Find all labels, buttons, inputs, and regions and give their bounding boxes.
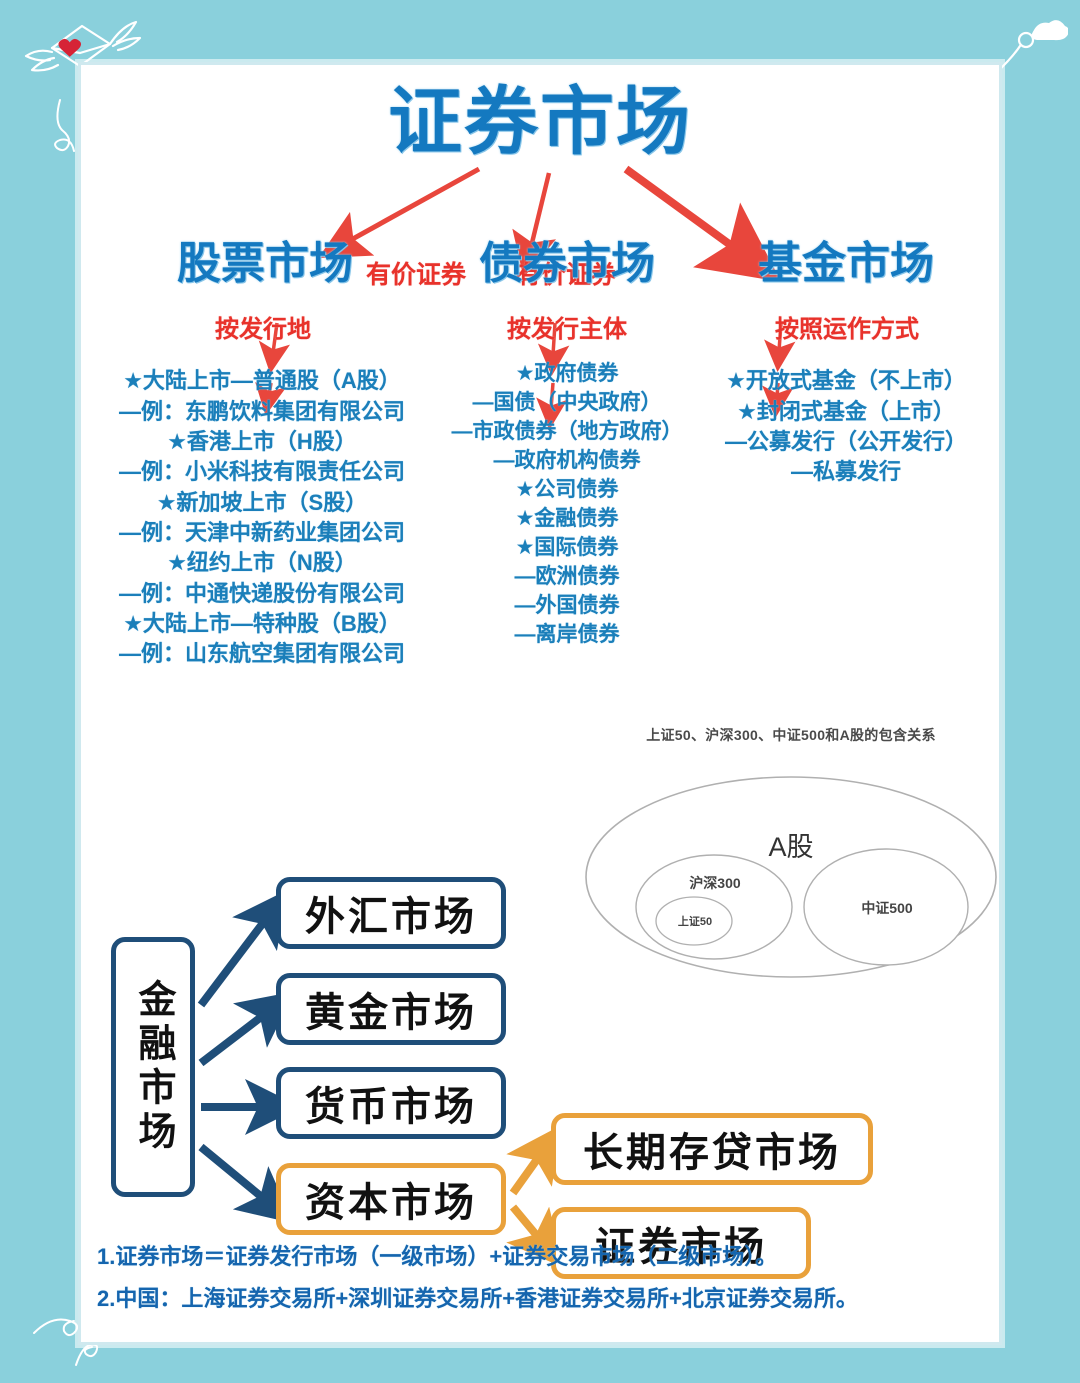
flow-box-forex-market[interactable]: 外汇市场 xyxy=(276,877,506,949)
list-item: ★政府债券 xyxy=(515,362,619,386)
list-item: ★新加坡上市（S股） xyxy=(156,489,368,515)
column-fund-market: 基金市场 按照运作方式 ★开放式基金（不上市） ★封闭式基金（上市） —公募发行… xyxy=(693,205,1005,670)
list-item: —例：中通快递股份有限公司 xyxy=(118,580,405,606)
column-bond-market: 债券市场 按发行主体 ★政府债券 —国债（中央政府） —市政债券（地方政府） —… xyxy=(441,205,693,670)
column-subtitle-fund: 按照运作方式 xyxy=(775,316,919,344)
footer-notes: 1.证券市场＝证券发行市场（一级市场）+证券交易市场（二级市场）。 2.中国：上… xyxy=(81,1236,1005,1320)
column-subtitle-stock: 按发行地 xyxy=(215,316,311,344)
page-title: 证券市场 xyxy=(388,80,692,163)
list-item: ★开放式基金（不上市） xyxy=(726,368,966,394)
list-item: —政府机构债券 xyxy=(493,449,641,473)
flow-box-securities-market[interactable]: 证券市场 xyxy=(551,1207,811,1279)
flow-box-money-market[interactable]: 货币市场 xyxy=(276,1067,506,1139)
column-title-stock: 股票市场 xyxy=(177,239,353,288)
category-columns: 股票市场 按发行地 ★大陆上市—普通股（A股） —例：东鹏饮料集团有限公司 ★香… xyxy=(81,205,1005,670)
list-item: —国债（中央政府） xyxy=(472,391,662,415)
list-item: —私募发行 xyxy=(790,459,901,485)
list-item: ★香港上市（H股） xyxy=(167,428,357,454)
list-item: ★大陆上市—特种股（B股） xyxy=(123,611,401,637)
list-item: —例：天津中新药业集团公司 xyxy=(118,519,405,545)
venn-svg xyxy=(585,776,997,978)
footer-note-1: 1.证券市场＝证券发行市场（一级市场）+证券交易市场（二级市场）。 xyxy=(97,1244,778,1270)
list-item: ★金融债券 xyxy=(515,507,619,531)
venn-label-hs300: 沪深300 xyxy=(689,875,741,891)
flow-box-longterm-deposit-loan-market[interactable]: 长期存贷市场 xyxy=(551,1113,873,1185)
list-item: —例：山东航空集团有限公司 xyxy=(118,641,405,667)
flow-box-financial-market[interactable]: 金融市场 xyxy=(111,937,195,1197)
list-bond-items: ★政府债券 —国债（中央政府） —市政债券（地方政府） —政府机构债券 ★公司债… xyxy=(441,360,693,650)
list-item: ★大陆上市—普通股（A股） xyxy=(123,368,401,394)
list-item: —离岸债券 xyxy=(514,622,620,646)
column-stock-market: 股票市场 按发行地 ★大陆上市—普通股（A股） —例：东鹏饮料集团有限公司 ★香… xyxy=(81,205,441,670)
list-item: —市政债券（地方政府） xyxy=(451,420,683,444)
venn-label-csi500: 中证500 xyxy=(861,900,913,916)
flow-arrow-layer xyxy=(197,889,564,1268)
list-stock-items: ★大陆上市—普通股（A股） —例：东鹏饮料集团有限公司 ★香港上市（H股） —例… xyxy=(83,366,441,670)
column-subtitle-bond: 按发行主体 xyxy=(507,316,627,344)
edge-label-securities-2: 有价证券 xyxy=(515,261,616,289)
list-item: —欧洲债券 xyxy=(514,564,620,588)
edge-label-securities-1: 有价证券 xyxy=(365,261,466,289)
venn-diagram: 上证50、沪深300、中证500和A股的包含关系 A股 沪深300 上证50 中… xyxy=(581,725,1001,985)
list-fund-items: ★开放式基金（不上市） ★封闭式基金（上市） —公募发行（公开发行） —私募发行 xyxy=(687,366,1005,487)
list-item: —例：小米科技有限责任公司 xyxy=(118,459,405,485)
list-item: ★纽约上市（N股） xyxy=(167,550,357,576)
poster-card: 证券市场 有价证券 有价证券 股票市场 xyxy=(78,62,1002,1345)
venn-caption: 上证50、沪深300、中证500和A股的包含关系 xyxy=(646,727,936,743)
list-item: —例：东鹏饮料集团有限公司 xyxy=(118,398,405,424)
venn-label-sse50: 上证50 xyxy=(677,916,713,928)
flow-box-capital-market[interactable]: 资本市场 xyxy=(276,1163,506,1235)
venn-label-a-shares: A股 xyxy=(768,832,814,862)
footer-note-2: 2.中国：上海证券交易所+深圳证券交易所+香港证券交易所+北京证券交易所。 xyxy=(97,1286,858,1312)
column-title-fund: 基金市场 xyxy=(758,239,934,288)
financial-market-flow: 金融市场 外汇市场 黄金市场 货币市场 资本市场 长期存贷市场 证券市场 xyxy=(81,855,1005,1279)
flow-box-gold-market[interactable]: 黄金市场 xyxy=(276,973,506,1045)
list-item: ★国际债券 xyxy=(515,536,619,559)
list-item: —公募发行（公开发行） xyxy=(724,428,967,454)
list-item: —外国债券 xyxy=(514,593,620,617)
list-item: ★公司债券 xyxy=(515,478,619,502)
column-title-bond: 债券市场 xyxy=(479,239,655,288)
list-item: ★封闭式基金（上市） xyxy=(737,398,955,424)
